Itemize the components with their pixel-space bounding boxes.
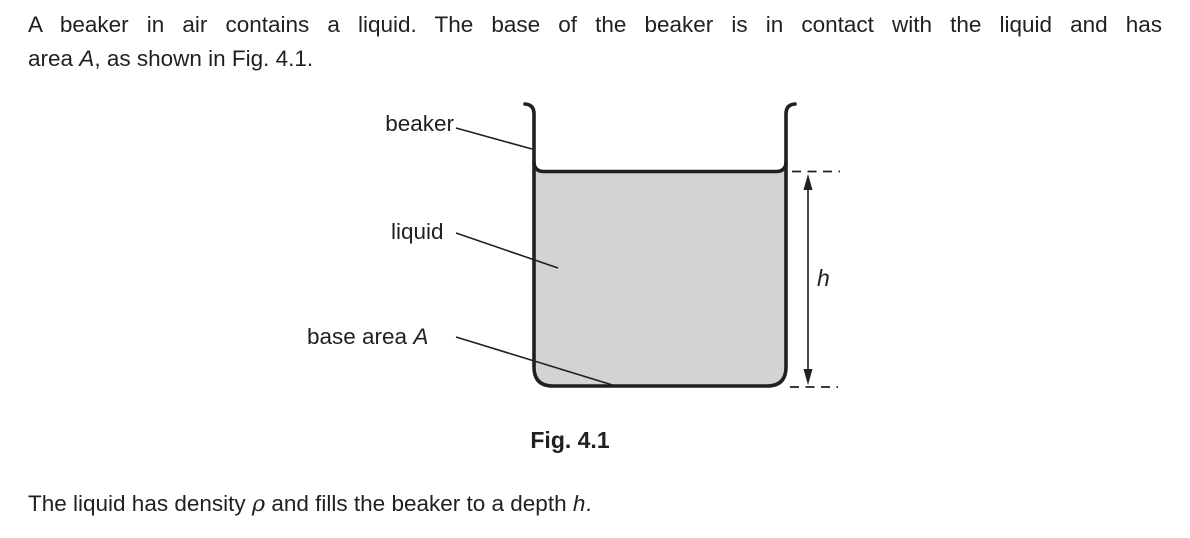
liquid-leader-line xyxy=(455,232,559,269)
liquid-label: liquid xyxy=(391,219,444,244)
base-area-label: base area A xyxy=(307,324,429,349)
base-area-leader-line xyxy=(455,336,620,388)
figure-caption: Fig. 4.1 xyxy=(530,427,610,453)
beaker-leader-line xyxy=(455,127,533,150)
intro-line-1: A beaker in air contains a liquid. The b… xyxy=(28,12,1162,37)
depth-arrowhead-down-icon xyxy=(803,369,813,385)
depth-arrowhead-up-icon xyxy=(803,174,813,190)
beaker-outline xyxy=(523,102,797,388)
beaker-label: beaker xyxy=(385,111,454,136)
depth-label: h xyxy=(817,265,830,291)
intro-line-2: area A, as shown in Fig. 4.1. xyxy=(28,46,314,71)
intro-paragraph: A beaker in air contains a liquid. The b… xyxy=(28,8,1162,76)
closing-paragraph: The liquid has density ρ and fills the b… xyxy=(28,491,592,517)
liquid-fill xyxy=(534,172,786,386)
liquid-surface-line xyxy=(532,160,788,174)
